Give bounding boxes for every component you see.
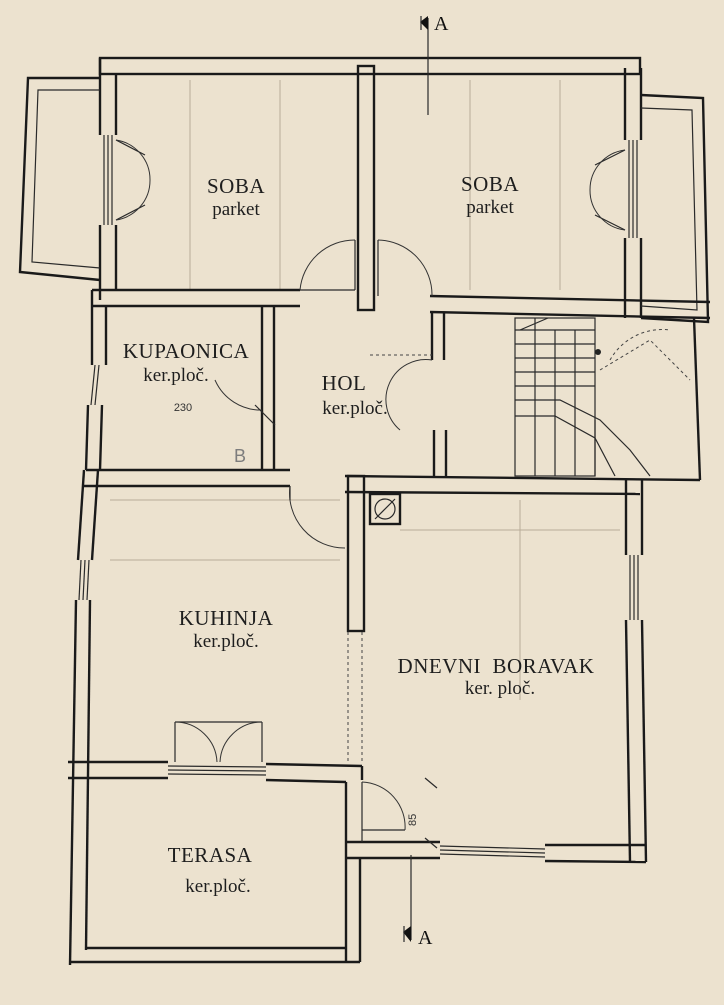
section-label-bottom: A <box>418 927 433 949</box>
section-line <box>403 16 438 942</box>
door-dimension: 85 <box>407 814 419 826</box>
windows <box>78 135 639 858</box>
terasa-name: TERASA <box>168 843 253 867</box>
dnevni-boravak-name: DNEVNI BORAVAK <box>398 654 595 678</box>
room-labels: SOBA parket SOBA parket KUPAONICA ker.pl… <box>123 13 595 949</box>
kupaonica-note: 230 <box>174 402 192 414</box>
staircase <box>514 317 691 477</box>
dnevni-boravak-floor: ker. ploč. <box>465 678 535 699</box>
kupaonica-floor: ker.ploč. <box>143 365 208 386</box>
soba-left-name: SOBA <box>207 174 265 198</box>
hol-floor: ker.ploč. <box>322 398 387 419</box>
soba-left-floor: parket <box>212 199 260 220</box>
kuhinja-floor: ker.ploč. <box>193 631 258 652</box>
kupaonica-name: KUPAONICA <box>123 339 250 363</box>
chimney-symbol <box>368 492 402 526</box>
kuhinja-name: KUHINJA <box>179 606 274 630</box>
hol-name: HOL <box>322 371 367 395</box>
background-grid <box>110 80 620 700</box>
kupaonica-mark: B <box>234 446 246 466</box>
section-label-top: A <box>434 13 449 35</box>
soba-right-name: SOBA <box>461 172 519 196</box>
terasa-floor: ker.ploč. <box>185 876 250 897</box>
soba-right-floor: parket <box>466 197 514 218</box>
doors <box>115 139 626 842</box>
exterior-walls <box>18 56 711 966</box>
